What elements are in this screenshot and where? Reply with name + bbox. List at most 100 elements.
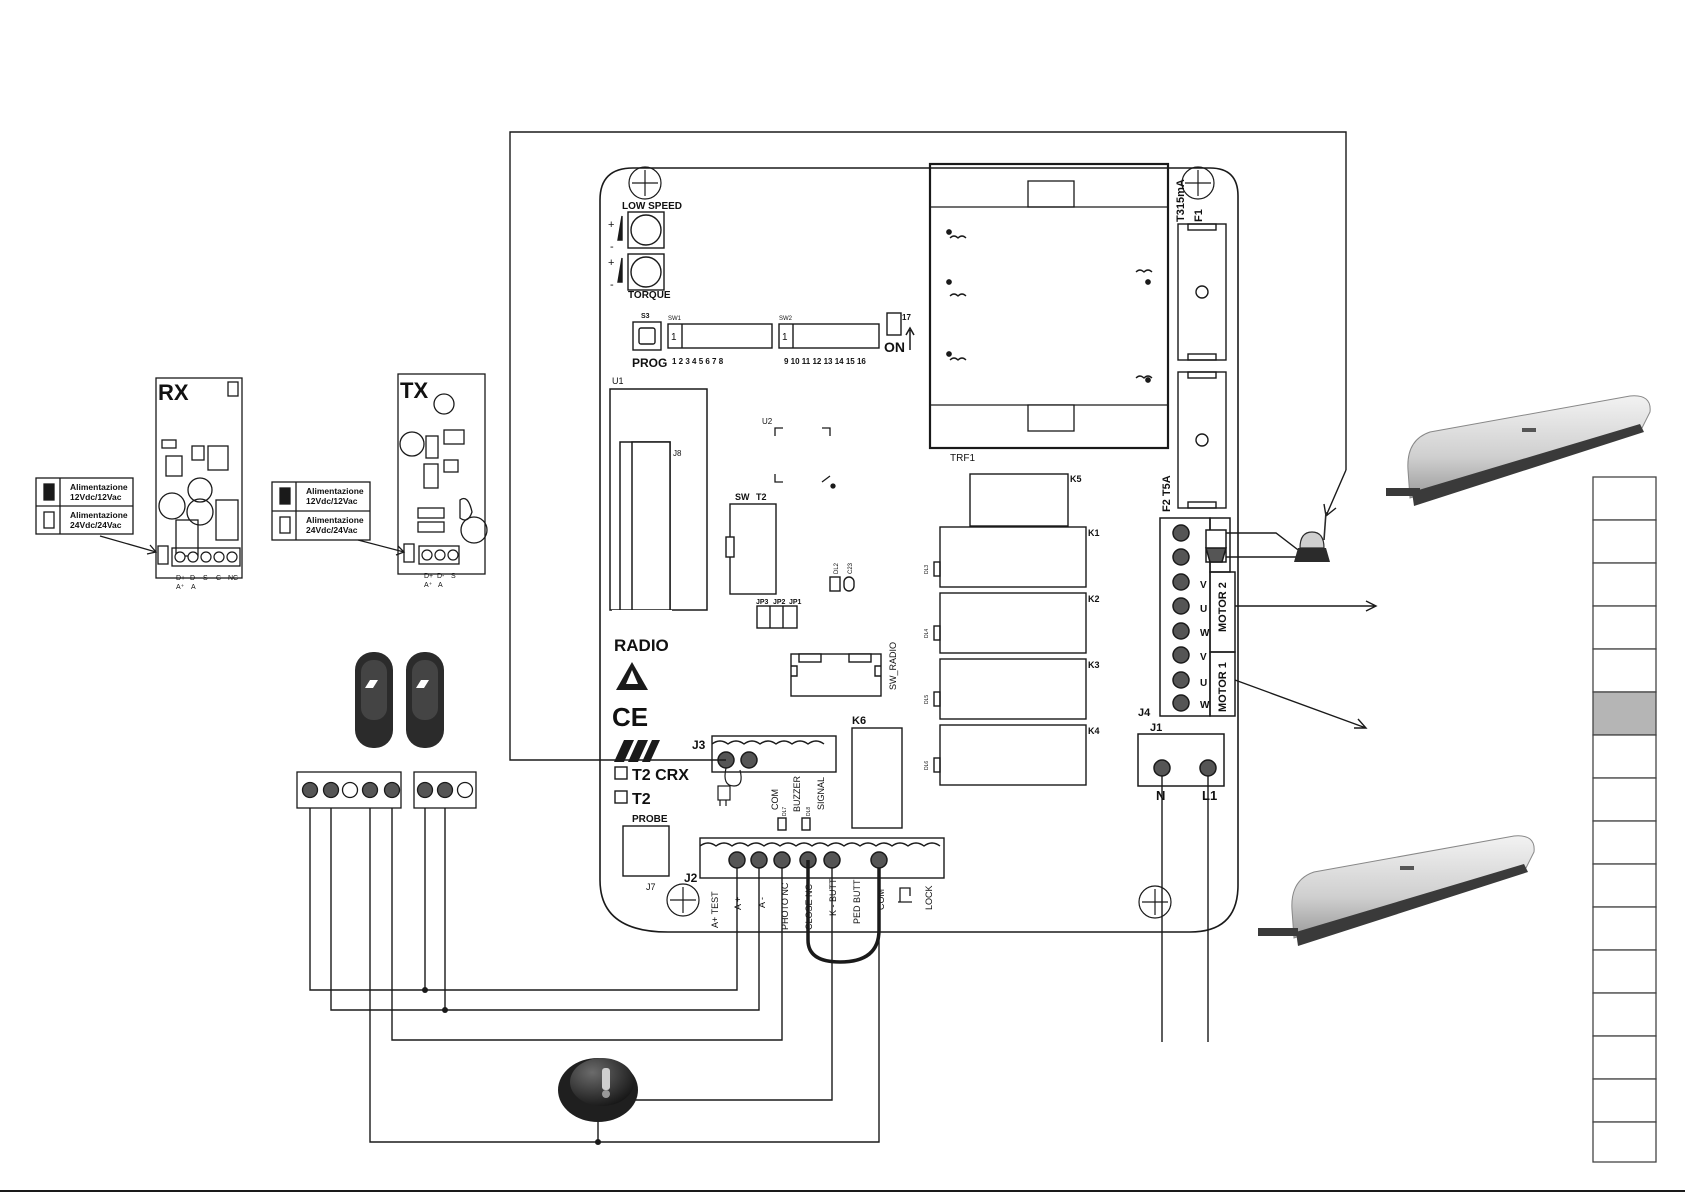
photocell-terminal[interactable]	[436, 781, 454, 799]
torque-label: TORQUE	[628, 290, 671, 301]
u-label: U	[1200, 678, 1207, 689]
f1-label: F1	[1193, 209, 1205, 222]
sw-label: SW	[735, 492, 750, 502]
dip-one: 1	[671, 332, 677, 343]
gate-motor-icon	[1386, 395, 1651, 506]
wire-junction	[422, 987, 601, 1145]
j3-terminal[interactable]	[740, 751, 758, 769]
w-label: W	[1200, 700, 1210, 711]
prog-button[interactable]	[632, 321, 662, 351]
tx-opt2-line1: Alimentazione	[306, 515, 364, 525]
t2crx-checkbox[interactable]	[614, 766, 628, 780]
antenna-icon	[717, 767, 742, 806]
tx-opt1-line2: 12Vdc/12Vac	[306, 496, 358, 506]
dl8-label: DL8	[806, 807, 812, 816]
photocell-terminal[interactable]	[456, 781, 474, 799]
photocell-terminal[interactable]	[416, 781, 434, 799]
on-arrow	[905, 326, 915, 350]
stripes-logo	[614, 740, 660, 762]
sw-radio-label: SW_RADIO	[888, 642, 898, 690]
photocell-terminal[interactable]	[301, 781, 319, 799]
tx-opt2-line2: 24Vdc/24Vac	[306, 525, 358, 535]
j2-a-plus: A +	[733, 897, 743, 910]
j2-a-minus: A -	[757, 897, 767, 908]
tx-terminals[interactable]	[421, 549, 459, 561]
key-selector-icon	[558, 1058, 638, 1122]
sw2-label: SW2	[779, 316, 793, 322]
photocell-terminal[interactable]	[341, 781, 359, 799]
rx-term-a-plus: A⁺	[176, 584, 185, 591]
transformer	[928, 162, 1170, 450]
ce-mark-icon: CE	[612, 702, 648, 732]
photocell-icon	[355, 652, 444, 748]
control-board	[599, 166, 1239, 933]
j17-label: 17	[902, 313, 911, 322]
potentiometer-icon[interactable]	[617, 211, 665, 291]
rx-terminals[interactable]	[174, 551, 238, 563]
j8-label: J8	[673, 449, 682, 458]
j2-lock: LOCK	[924, 885, 934, 910]
rx-opt2-line2: 24Vdc/24Vac	[70, 520, 122, 530]
t2-board-label: T2	[756, 492, 767, 502]
jumper-17[interactable]	[886, 312, 902, 336]
radio-label: RADIO	[614, 636, 669, 655]
j2-terminals[interactable]	[728, 851, 888, 869]
n-label: N	[1156, 788, 1165, 803]
k2-label: K2	[1088, 594, 1100, 604]
dl5-label: DL5	[924, 695, 930, 704]
relay-k1	[939, 526, 1087, 588]
jp2-label: JP2	[773, 599, 786, 606]
photocell-terminal[interactable]	[383, 781, 401, 799]
relay-k2	[939, 592, 1087, 654]
jumper-block[interactable]	[756, 605, 798, 629]
sw1-label: SW1	[668, 316, 682, 322]
tx-term-s: S	[451, 573, 456, 580]
j3-terminal-block	[711, 735, 837, 773]
j4-label: J4	[1138, 707, 1151, 719]
sw-radio-connector[interactable]	[790, 653, 882, 697]
tx-module	[397, 373, 486, 575]
dip-switch-sw2[interactable]	[778, 323, 880, 349]
probe-connector[interactable]	[622, 825, 670, 877]
t2-checkbox[interactable]	[614, 790, 628, 804]
j2-label: J2	[684, 871, 698, 885]
side-index-tabs	[1592, 476, 1657, 1163]
relay-k3	[939, 658, 1087, 720]
j7-label: J7	[646, 882, 656, 892]
dl6-label: DL6	[924, 761, 930, 770]
j3-com: COM	[770, 789, 780, 810]
jumper-wire	[806, 860, 881, 964]
minus-sign: -	[610, 279, 614, 291]
electric-lock-icon	[898, 887, 912, 903]
dip-one: 1	[782, 332, 788, 343]
s3-label: S3	[641, 313, 650, 320]
jp1-label: JP1	[789, 599, 802, 606]
dip-switch-sw1[interactable]	[667, 323, 773, 349]
rx-opt2-line1: Alimentazione	[70, 510, 128, 520]
trf1-label: TRF1	[950, 453, 975, 464]
photocell-terminal[interactable]	[361, 781, 379, 799]
rx-term-s: S	[203, 575, 208, 582]
tx-title: TX	[400, 378, 428, 403]
dl7-label: DL7	[782, 807, 788, 816]
j3-label: J3	[692, 738, 706, 752]
relay-k5	[969, 473, 1069, 527]
j1-terminal-l1[interactable]	[1199, 759, 1217, 777]
j3-buzzer: BUZZER	[792, 775, 802, 812]
j1-terminal-n[interactable]	[1153, 759, 1171, 777]
photocell-terminal[interactable]	[322, 781, 340, 799]
dl4-label: DL4	[924, 629, 930, 638]
tx-term-d-plus: D+	[424, 573, 433, 580]
w-label: W	[1200, 628, 1210, 639]
j1-terminal-block	[1137, 733, 1225, 787]
dl2-label: DL2	[834, 562, 840, 574]
rx-title: RX	[158, 380, 189, 405]
v-label: V	[1200, 580, 1207, 591]
on-label: ON	[884, 339, 905, 355]
relay-k6	[851, 727, 903, 829]
j4-terminals[interactable]	[1172, 524, 1190, 712]
k5-label: K5	[1070, 474, 1082, 484]
tx-opt1-line1: Alimentazione	[306, 486, 364, 496]
low-speed-label: LOW SPEED	[622, 201, 682, 212]
